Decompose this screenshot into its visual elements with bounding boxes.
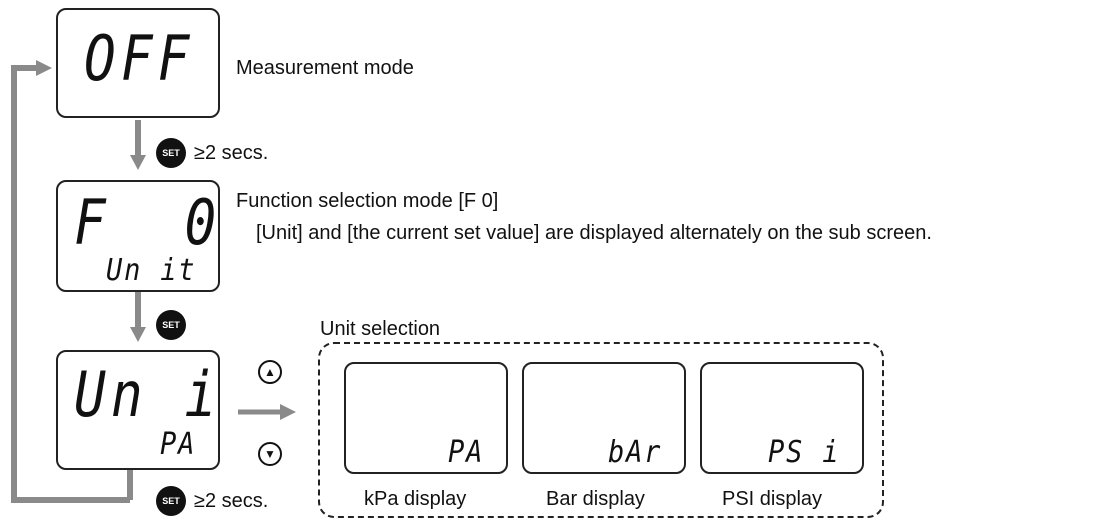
return-loop-line — [11, 65, 130, 503]
up-button-icon: ▲ — [258, 360, 282, 384]
caption-kpa: kPa display — [364, 488, 467, 510]
down-arrow-1-head — [130, 155, 146, 170]
unit-option-bar: bAr — [522, 362, 686, 474]
unit-selection-group — [318, 342, 884, 518]
caption-psi: PSI display — [722, 488, 823, 510]
caption-bar: Bar display — [546, 488, 645, 510]
unit-option-psi: PS i — [700, 362, 864, 474]
return-loop-arrowhead — [36, 60, 52, 76]
down-button-icon: ▼ — [258, 442, 282, 466]
label-set-hold-1: ≥2 secs. — [194, 142, 269, 164]
unit-option-psi-sub: PS i — [767, 435, 840, 470]
label-function-selection: Function selection mode [F 0] — [236, 190, 499, 212]
display-uni-main: Un i — [74, 358, 222, 431]
set-button-icon-1: SET — [156, 138, 186, 168]
set-button-icon-3: SET — [156, 486, 186, 516]
label-unit-selection: Unit selection — [320, 318, 441, 340]
display-off: OFF — [56, 8, 220, 118]
down-arrow-2-head — [130, 327, 146, 342]
right-arrow-head — [280, 404, 296, 420]
display-f0-sub: Un it — [105, 253, 196, 288]
unit-option-kpa-sub: PA — [447, 435, 484, 470]
display-f0-main: F 0 — [74, 186, 222, 259]
label-set-hold-2: ≥2 secs. — [194, 490, 269, 512]
display-f0: F 0 Un it — [56, 180, 220, 292]
label-function-note: [Unit] and [the current set value] are d… — [256, 222, 932, 244]
display-uni-sub: PA — [159, 427, 196, 462]
unit-option-bar-sub: bAr — [607, 435, 662, 470]
unit-option-kpa: PA — [344, 362, 508, 474]
display-off-main: OFF — [84, 22, 195, 95]
label-measurement-mode: Measurement mode — [236, 57, 414, 79]
display-uni: Un i PA — [56, 350, 220, 470]
set-button-icon-2: SET — [156, 310, 186, 340]
